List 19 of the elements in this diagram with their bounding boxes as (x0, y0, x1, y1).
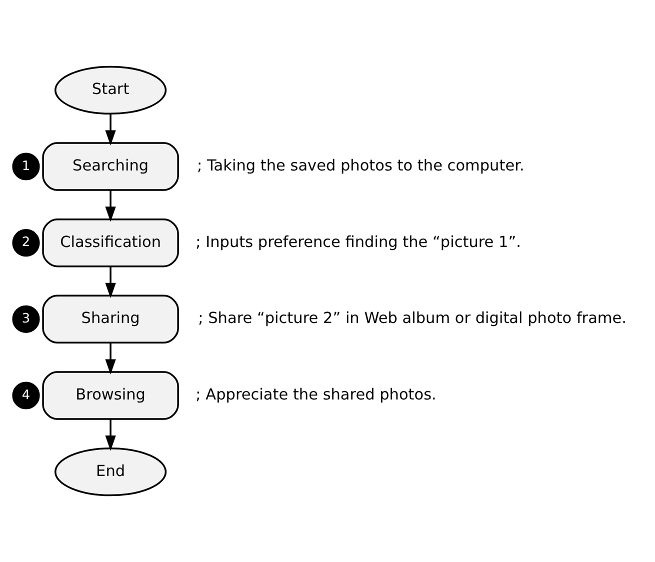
node-label: ; Appreciate the shared photos. (196, 385, 436, 404)
node-circle: 3 (12, 305, 40, 333)
node-circle: 2 (12, 229, 40, 257)
node-label: ; Inputs preference finding the “picture 1”. (196, 232, 521, 251)
node-ellipse: Start (54, 66, 167, 115)
node-ellipse: End (54, 447, 167, 496)
node-box: Browsing (42, 371, 179, 420)
arrow (105, 342, 116, 375)
node-box: Sharing (42, 294, 179, 344)
node-circle: 4 (12, 382, 40, 410)
node-label: ; Share “picture 2” in Web album or digital photo frame. (198, 309, 627, 328)
arrow (105, 419, 116, 451)
node-label: ; Taking the saved photos to the computer. (197, 156, 524, 174)
arrow (105, 114, 116, 146)
node-circle: 1 (12, 152, 40, 180)
arrow (105, 266, 116, 298)
node-box: Searching (42, 142, 179, 191)
node-box: Classification (42, 218, 179, 268)
arrow (105, 190, 116, 222)
